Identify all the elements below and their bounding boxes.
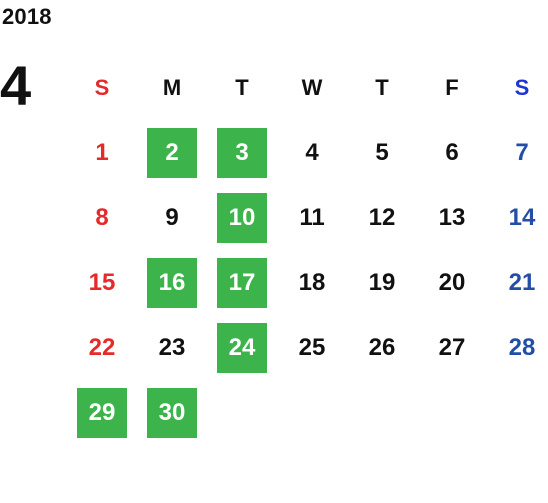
calendar-day: 15 — [88, 268, 116, 296]
empty-day-cell — [497, 388, 547, 438]
year-label: 2018 — [2, 4, 52, 29]
calendar-day-highlighted: 16 — [147, 257, 197, 308]
calendar-day: 11 — [299, 203, 325, 231]
weekday-header: S — [514, 74, 530, 100]
month-number: 4 — [0, 54, 32, 117]
calendar-day: 9 — [165, 203, 179, 231]
calendar-day: 18 — [298, 268, 326, 296]
calendar-day-highlighted: 17 — [217, 257, 267, 308]
calendar-day: 7 — [515, 138, 529, 166]
calendar-day-highlighted: 3 — [217, 127, 267, 178]
weekday-header: M — [162, 74, 182, 100]
calendar-day: 27 — [438, 333, 466, 361]
calendar-day-highlighted: 2 — [147, 127, 197, 178]
calendar-day: 13 — [438, 203, 466, 231]
weekday-header: T — [235, 74, 249, 100]
calendar-day-highlighted: 29 — [77, 387, 127, 438]
calendar-day: 5 — [375, 138, 389, 166]
calendar-day: 6 — [445, 138, 459, 166]
empty-day-cell — [427, 388, 477, 438]
calendar-day: 21 — [508, 268, 536, 296]
calendar-day: 28 — [508, 333, 536, 361]
calendar-day: 8 — [95, 203, 109, 231]
calendar-day-highlighted: 10 — [217, 192, 267, 243]
calendar-day: 26 — [368, 333, 396, 361]
calendar-day: 19 — [368, 268, 396, 296]
weekday-header: F — [445, 74, 459, 100]
calendar-day-highlighted: 24 — [217, 322, 267, 373]
weekday-header: W — [301, 74, 323, 100]
calendar-day-highlighted: 30 — [147, 387, 197, 438]
calendar-day: 23 — [158, 333, 186, 361]
calendar-day: 22 — [88, 333, 116, 361]
calendar-day: 12 — [368, 203, 396, 231]
empty-day-cell — [217, 388, 267, 438]
calendar-day: 25 — [298, 333, 326, 361]
empty-day-cell — [287, 388, 337, 438]
weekday-header: T — [375, 74, 389, 100]
empty-day-cell — [357, 388, 407, 438]
calendar-day: 20 — [438, 268, 466, 296]
weekday-header: S — [94, 74, 110, 100]
calendar-day: 1 — [95, 138, 109, 166]
calendar-day: 14 — [508, 203, 536, 231]
calendar-day: 4 — [305, 138, 319, 166]
